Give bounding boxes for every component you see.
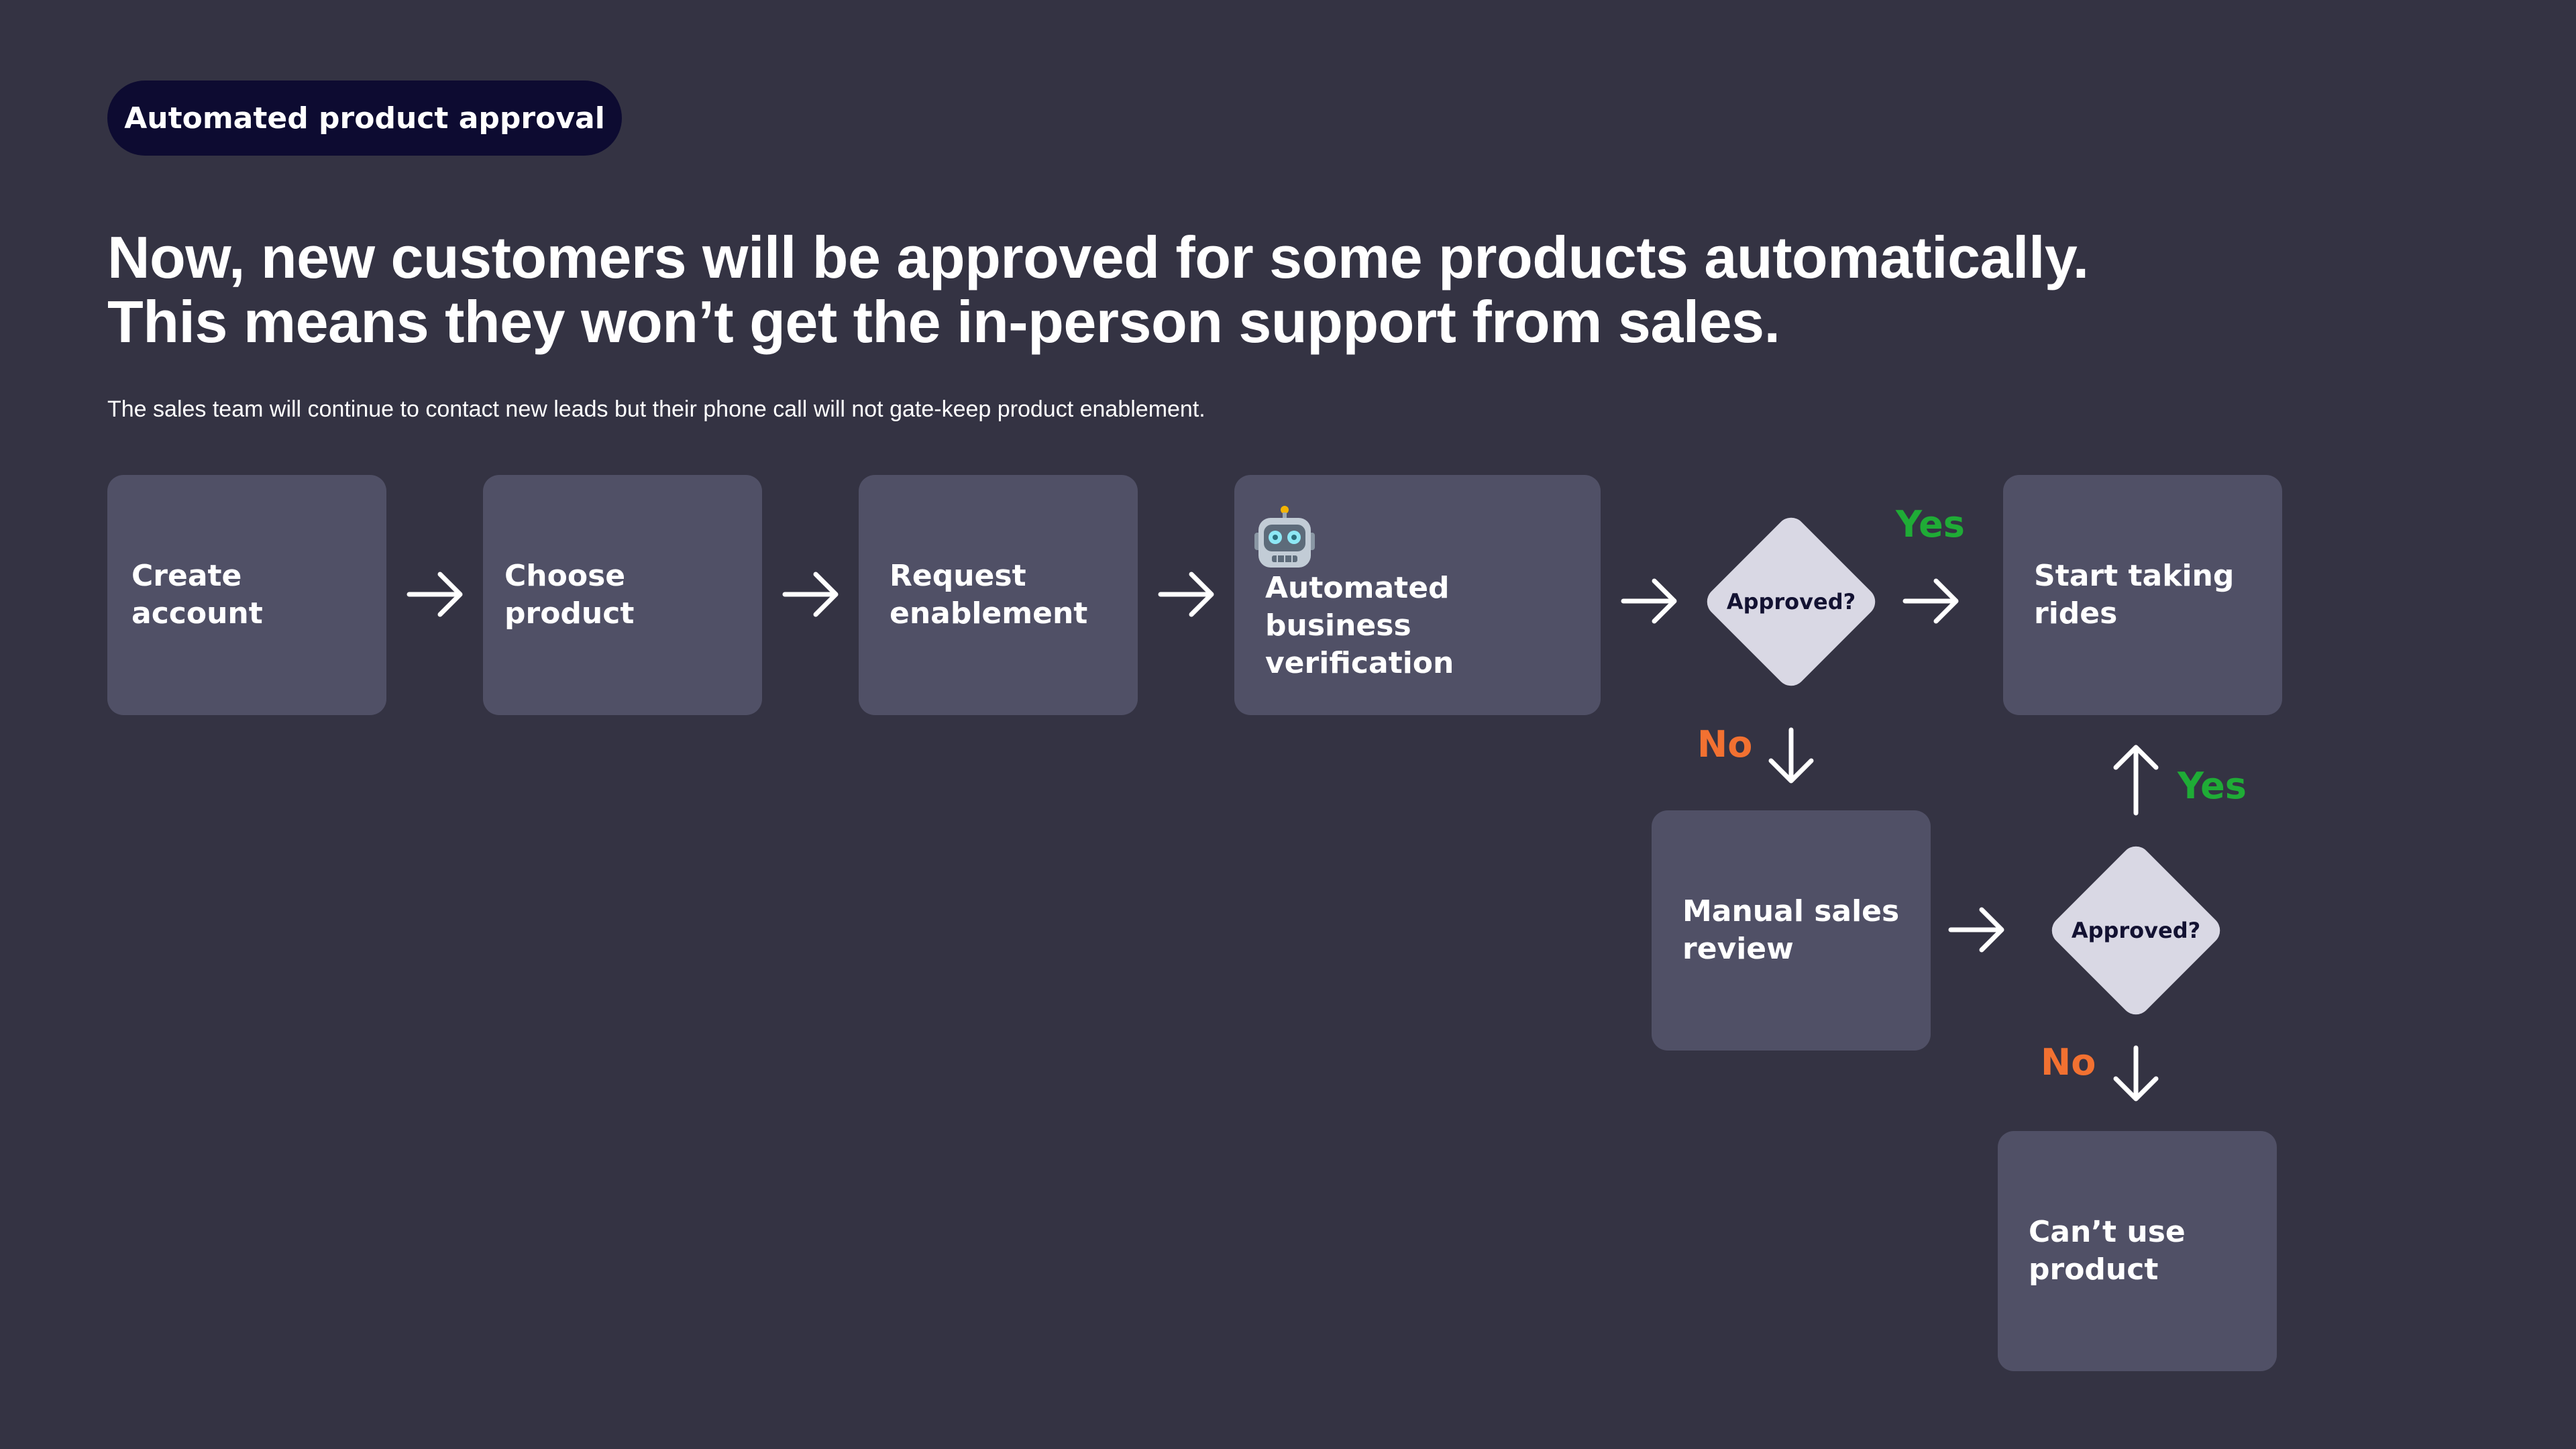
title-tag: Automated product approval	[107, 80, 622, 156]
headline-line-2: This means they won’t get the in-person …	[107, 288, 1780, 355]
step-choose-product: Choose product	[483, 475, 762, 715]
yes-label: Yes	[2178, 765, 2247, 807]
no-label: No	[2041, 1041, 2096, 1083]
arrow-right-icon	[1158, 572, 1214, 617]
step-label: Manual sales review	[1682, 894, 1900, 966]
step-label: Automated business verification	[1265, 571, 1454, 680]
title-tag-label: Automated product approval	[124, 101, 605, 136]
step-label: Start taking rides	[2034, 559, 2235, 631]
arrow-down-icon	[2113, 1045, 2159, 1102]
step-cant-use-product: Can’t use product	[1998, 1131, 2277, 1371]
arrow-right-icon	[1948, 907, 2004, 953]
arrow-up-icon	[2113, 745, 2159, 816]
page-subtext: The sales team will continue to contact …	[107, 396, 1205, 422]
arrow-right-icon	[782, 572, 839, 617]
step-request-enablement: Request enablement	[859, 475, 1138, 715]
arrow-down-icon	[1768, 727, 1814, 784]
step-label: Can’t use product	[2029, 1215, 2186, 1287]
step-label: Request enablement	[890, 559, 1088, 631]
arrow-right-icon	[1902, 578, 1959, 624]
step-start-taking-rides: Start taking rides	[2003, 475, 2282, 715]
step-automated-verification: Automated business verification	[1234, 475, 1601, 715]
decision-label-2: Approved?	[2071, 918, 2201, 943]
step-create-account: Create account	[107, 475, 386, 715]
yes-label: Yes	[1896, 503, 1965, 545]
no-label: No	[1697, 723, 1753, 765]
step-label: Create account	[131, 559, 263, 631]
decision-label-1: Approved?	[1726, 589, 1856, 614]
headline-line-1: Now, new customers will be approved for …	[107, 224, 2089, 290]
step-label: Choose product	[504, 559, 635, 631]
arrow-right-icon	[407, 572, 463, 617]
step-manual-sales-review: Manual sales review	[1652, 810, 1931, 1051]
robot-icon	[1254, 506, 1315, 568]
page-headline: Now, new customers will be approved for …	[107, 225, 2388, 354]
arrow-right-icon	[1621, 578, 1677, 624]
